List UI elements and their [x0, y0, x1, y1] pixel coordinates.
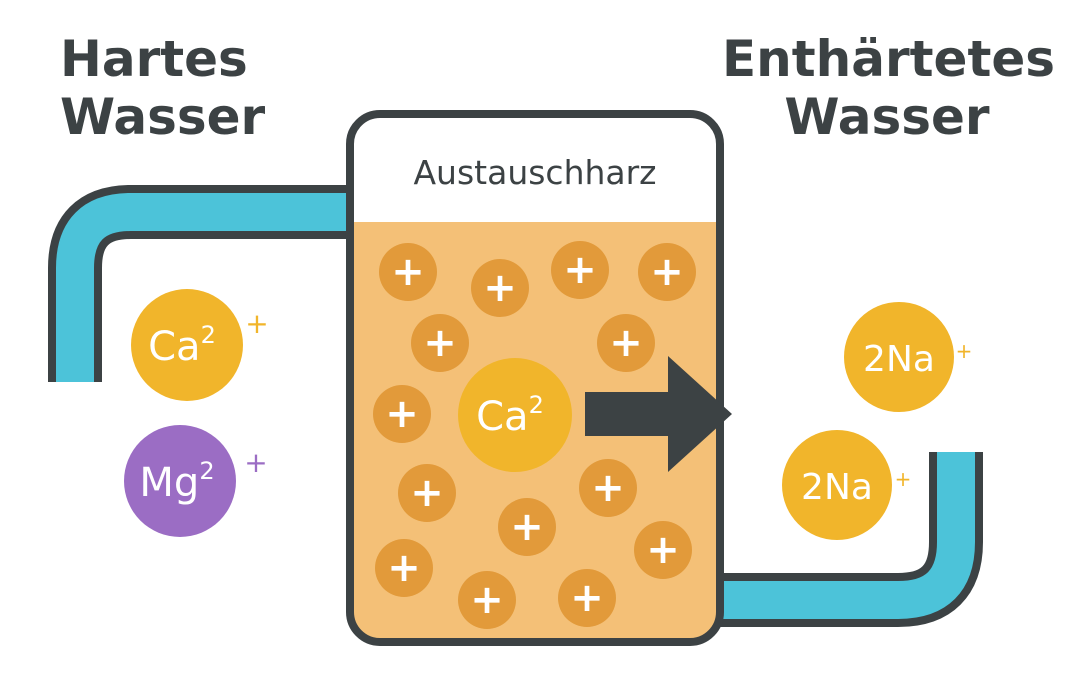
magnesium-symbol: Mg	[139, 460, 199, 506]
resin-site-plus: +	[650, 249, 684, 295]
hard-water-title-line2: Wasser	[60, 88, 266, 146]
resin-site: +	[634, 521, 692, 579]
sodium-2-symbol: 2Na	[801, 467, 873, 508]
resin-site-plus: +	[387, 545, 421, 591]
resin-site-bead	[379, 243, 437, 301]
svg-text:Mg2: Mg2	[139, 457, 214, 506]
calcium-charge: +	[245, 307, 268, 340]
resin-site-plus: +	[591, 465, 625, 511]
softened-water-title: Enthärtetes Wasser	[722, 30, 1056, 146]
resin-site-bead	[498, 498, 556, 556]
resin-site: +	[579, 459, 637, 517]
hard-water-title-line1: Hartes	[60, 30, 248, 88]
resin-site: +	[558, 569, 616, 627]
resin-site-bead	[558, 569, 616, 627]
resin-site-plus: +	[609, 320, 643, 366]
sodium-2-charge: +	[895, 467, 912, 491]
flow-arrow	[585, 356, 732, 472]
resin-site-plus: +	[483, 265, 517, 311]
resin-site: +	[398, 464, 456, 522]
resin-site-bead	[398, 464, 456, 522]
calcium-symbol: Ca	[148, 324, 200, 370]
magnesium-charge: +	[244, 446, 267, 479]
resin-site: +	[638, 243, 696, 301]
resin-site-plus: +	[470, 577, 504, 623]
resin-site-bead	[551, 241, 609, 299]
resin-site-bead	[375, 539, 433, 597]
resin-site: +	[471, 259, 529, 317]
resin-site-bead	[597, 314, 655, 372]
sodium-ion-released-1: 2Na +	[844, 302, 972, 412]
inlet-pipe	[48, 185, 356, 382]
resin-site: +	[411, 314, 469, 372]
resin-site: +	[551, 241, 609, 299]
resin-site-plus: +	[510, 504, 544, 550]
resin-site-bead	[458, 571, 516, 629]
resin-site-plus: +	[391, 249, 425, 295]
resin-site-bead	[579, 459, 637, 517]
resin-site-bead	[411, 314, 469, 372]
resin-site-bead	[638, 243, 696, 301]
magnesium-superscript: 2	[199, 457, 214, 485]
outlet-pipe	[710, 452, 983, 627]
bound-calcium-symbol: Ca	[476, 394, 528, 440]
resin-sites: ++++++++++++++	[373, 241, 696, 629]
calcium-superscript: 2	[201, 321, 216, 349]
resin-site-bead	[471, 259, 529, 317]
resin-site-bead	[373, 385, 431, 443]
svg-text:Ca2: Ca2	[476, 391, 544, 440]
svg-text:Ca2: Ca2	[148, 321, 216, 370]
resin-site-bead	[634, 521, 692, 579]
resin-site-plus: +	[385, 391, 419, 437]
sodium-ion-released-2: 2Na +	[782, 430, 911, 540]
resin-site-plus: +	[646, 527, 680, 573]
sodium-1-charge: +	[956, 339, 973, 363]
sodium-1-symbol: 2Na	[863, 339, 935, 380]
resin-site-plus: +	[563, 247, 597, 293]
resin-site-plus: +	[410, 470, 444, 516]
softened-water-title-line2: Wasser	[784, 88, 990, 146]
magnesium-ion-incoming: Mg2 +	[124, 425, 268, 537]
calcium-ion-bound: Ca2	[458, 358, 572, 472]
resin-site: +	[375, 539, 433, 597]
resin-site-plus: +	[423, 320, 457, 366]
resin-site: +	[373, 385, 431, 443]
resin-site: +	[379, 243, 437, 301]
hard-water-title: Hartes Wasser	[60, 30, 265, 146]
resin-site: +	[597, 314, 655, 372]
resin-label: Austauschharz	[413, 153, 656, 192]
softened-water-title-line1: Enthärtetes	[722, 30, 1056, 88]
resin-site: +	[458, 571, 516, 629]
tank-outline	[346, 110, 724, 646]
bound-calcium-superscript: 2	[529, 391, 544, 419]
calcium-ion-incoming: Ca2 +	[131, 289, 269, 401]
resin-site-plus: +	[570, 575, 604, 621]
resin-site: +	[498, 498, 556, 556]
